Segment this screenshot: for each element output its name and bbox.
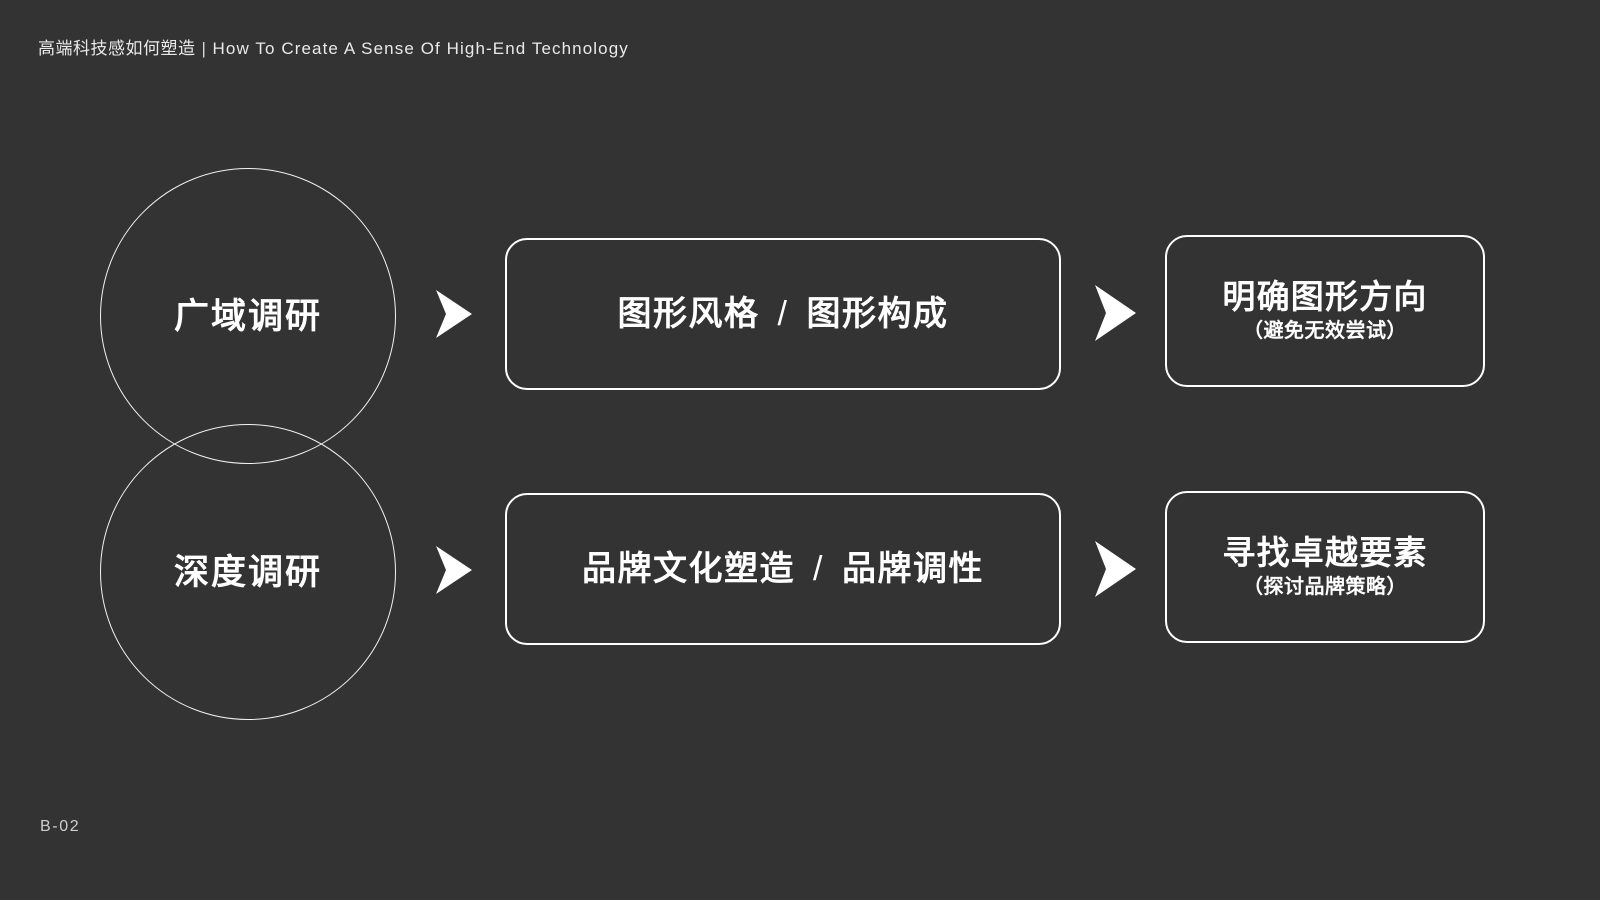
header-title-cn: 高端科技感如何塑造 <box>38 39 196 58</box>
circle-label-deep-research: 深度调研 <box>173 552 322 592</box>
header-separator: | <box>201 39 207 58</box>
middle-box-brand-left: 品牌文化塑造 <box>582 550 796 588</box>
middle-box-graphic[interactable]: 图形风格 / 图形构成 <box>505 238 1061 390</box>
middle-box-graphic-text: 图形风格 / 图形构成 <box>618 297 949 331</box>
result-box-graphic-direction-subtitle: （避免无效尝试） <box>1243 320 1407 343</box>
result-box-excellence-elements-subtitle: （探讨品牌策略） <box>1243 576 1407 599</box>
middle-box-graphic-right: 图形构成 <box>806 295 949 333</box>
middle-box-brand-divider: / <box>813 550 824 588</box>
chevron-right-icon <box>436 290 472 338</box>
middle-box-brand[interactable]: 品牌文化塑造 / 品牌调性 <box>505 493 1061 645</box>
result-box-graphic-direction[interactable]: 明确图形方向 （避免无效尝试） <box>1165 235 1485 387</box>
result-box-excellence-elements-title: 寻找卓越要素 <box>1222 533 1428 571</box>
middle-box-graphic-divider: / <box>777 295 789 333</box>
chevron-right-icon <box>1095 285 1136 341</box>
chevron-right-icon <box>436 546 472 594</box>
middle-box-brand-text: 品牌文化塑造 / 品牌调性 <box>582 552 984 586</box>
result-box-excellence-elements[interactable]: 寻找卓越要素 （探讨品牌策略） <box>1165 491 1485 643</box>
slide-footer-label: B-02 <box>40 818 81 835</box>
chevron-right-icon <box>1095 541 1136 597</box>
slide-header: 高端科技感如何塑造 | How To Create A Sense Of High-… <box>38 36 629 62</box>
circle-label-broad-research: 广域调研 <box>173 296 322 336</box>
header-title-en: How To Create A Sense Of High-End Techno… <box>212 39 629 58</box>
circle-deep-research[interactable]: 深度调研 <box>100 424 396 720</box>
result-box-graphic-direction-title: 明确图形方向 <box>1222 277 1428 315</box>
circle-broad-research[interactable]: 广域调研 <box>100 168 396 464</box>
middle-box-brand-right: 品牌调性 <box>841 550 984 588</box>
middle-box-graphic-left: 图形风格 <box>617 295 760 333</box>
